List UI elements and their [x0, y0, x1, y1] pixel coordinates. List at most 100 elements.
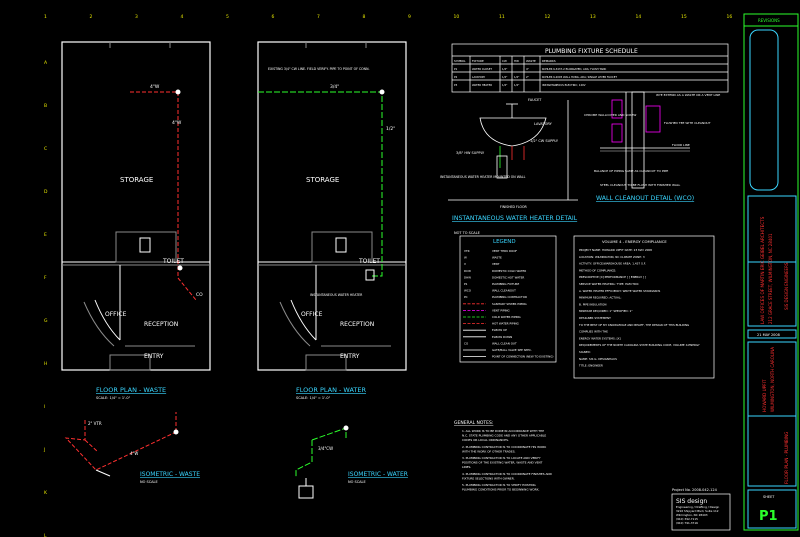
fixture-cell: 1/2" — [514, 75, 519, 79]
title-date: 21 MAY 2008 — [757, 333, 780, 337]
fixture-cell: P3 — [454, 83, 458, 87]
general-note-item: 1. ALL WORK IS TO BE DONE IN ACCORDANCE … — [462, 429, 546, 442]
firm-phone: (910) 392-7115 — [676, 517, 698, 521]
water-pipe-label-1: 3/4" — [330, 84, 339, 90]
legend-description: ELBOW UP — [492, 328, 507, 332]
lavatory-detail — [448, 100, 578, 201]
iso-water-cw: 3/4"CW — [318, 446, 333, 451]
waste-plan-scale: SCALE: 1/4" = 1'-0" — [96, 396, 131, 400]
energy-line: PRESCRIPTIVE [X] PERFORMANCE [ ] ENERGY … — [579, 275, 646, 279]
firm-project-no: Project No. 2008-042-124 — [672, 488, 718, 492]
firm-logo: SIS design — [676, 498, 707, 505]
general-note-item: 5. PLUMBING CONTRACTOR IS TO VERIFY EXIS… — [462, 483, 540, 492]
fixture-cell: WATER HEATER — [472, 83, 492, 87]
water-plan-scale: SCALE: 1/4" = 1'-0" — [296, 396, 331, 400]
legend-description: GATE/BALL VALVE SEE SPEC. — [492, 348, 532, 352]
energy-line: ACTIVITY: OFFICE/WAREHOUSE AREA: 1,437 S… — [579, 262, 646, 266]
energy-line: TITLE: ENGINEER — [578, 364, 603, 368]
grid-col-label: 7 — [317, 14, 320, 20]
energy-line: DESIGNER STATEMENT — [579, 316, 611, 320]
iso-water-scale: NO SCALE — [348, 480, 366, 484]
fixture-cell: WATER CLOSET — [472, 67, 492, 71]
water-plan-title: FLOOR PLAN - WATER — [296, 386, 367, 394]
energy-title: VOLUME 4 - ENERGY COMPLIANCE — [602, 239, 667, 244]
legend-title: LEGEND — [493, 239, 516, 245]
energy-line: MINIMUM REQUIRED: ACTUAL: — [579, 296, 621, 300]
waste-toilet-label: TOILET — [162, 258, 184, 265]
title-project-loc: WILMINGTON, NORTH CAROLINA — [770, 347, 775, 412]
fixture-cell: 1/2" — [502, 67, 507, 71]
waste-office-label: OFFICE — [105, 311, 127, 318]
fixture-cell: 1/2" — [514, 83, 519, 87]
legend-symbol: WCO — [464, 289, 472, 293]
water-toilet-label: TOILET — [358, 258, 380, 265]
grid-col-label: 4 — [181, 14, 184, 20]
energy-line: TO THE BEST OF MY KNOWLEDGE AND BELIEF, … — [578, 323, 689, 327]
title-sheet-title: FLOOR PLAN - PLUMBING — [784, 432, 789, 484]
water-note-label: EXISTING 3/4" CW LINE. FIELD VERIFY. PIP… — [268, 67, 369, 71]
legend-description: PLUMBING FIXTURE — [492, 282, 519, 286]
waste-plan-title: FLOOR PLAN - WASTE — [96, 386, 166, 394]
firm-fax: (910) 791-3716 — [676, 521, 698, 525]
grid-col-label: 8 — [363, 14, 366, 20]
fixture-cell: KOHLER K-3437-2 ELONGATED, ADA; FLUSH TA… — [542, 67, 606, 71]
grid-col-label: 11 — [499, 14, 505, 20]
fixture-cell: 1/2" — [502, 75, 507, 79]
legend-box — [459, 235, 557, 363]
title-stamp: REVISIONS — [758, 18, 780, 23]
grid-row-label: J — [43, 447, 45, 453]
grid-col-label: 16 — [727, 14, 733, 20]
fixture-cell: 4" — [526, 67, 529, 71]
energy-line: NAME: SIS G. DESIGNHAUS — [579, 357, 617, 361]
legend-description: WALL CLEAN OUT — [492, 341, 517, 345]
grid-col-label: 1 — [44, 14, 47, 20]
firm-block — [671, 493, 731, 531]
energy-line: PROJECT NAME: HOWARD UPFIT DATE: 23 MAY … — [579, 248, 652, 252]
grid-row-label: H — [44, 361, 47, 367]
wco-detail-title: WALL CLEANOUT DETAIL (WCO) — [596, 195, 694, 202]
general-notes-title: GENERAL NOTES: — [454, 420, 493, 426]
legend-description: VENT THRU ROOF — [492, 249, 517, 253]
title-sheet-label: SHEET — [763, 495, 775, 499]
grid-row-label: D — [44, 189, 48, 195]
legend-symbol: CO — [464, 341, 469, 345]
title-architect-sub: 212 GRACE STREET, WILMINGTON, NC 28401 — [768, 233, 773, 324]
legend-symbol: V — [464, 262, 466, 266]
fixture-header-cell: HW — [514, 59, 519, 63]
heater-detail-scale: NOT TO SCALE — [454, 231, 480, 235]
title-engineer: SIS DESIGN ENGINEERS — [784, 262, 789, 310]
fixture-header-cell: CW — [502, 59, 507, 63]
lav-supply-label: 1/2" CW SUPPLY — [530, 139, 559, 143]
wco-note-1: WYE EXTEND AS A WASTE OR A VENT LINE — [656, 93, 720, 97]
energy-box — [573, 235, 715, 379]
legend-symbol: DHW — [464, 275, 471, 279]
waste-co-label: CO — [196, 292, 203, 298]
grid-col-label: 5 — [226, 14, 229, 20]
legend-symbol: DCW — [464, 269, 471, 273]
legend-symbol: PC — [464, 295, 468, 299]
fixture-cell: 1/2" — [502, 83, 507, 87]
fixture-schedule — [451, 43, 729, 93]
grid-row-label: K — [44, 490, 48, 496]
general-note-item: 4. PLUMBING CONTRACTOR IS TO COORDINATE … — [462, 472, 553, 481]
grid-row-label: I — [44, 404, 45, 410]
legend-description: SANITARY SEWER PIPING — [492, 302, 527, 306]
fixture-header-cell: REMARKS — [542, 59, 556, 63]
waste-pipe-label-1: 4"W — [150, 84, 160, 90]
water-pipe-label-2: 1/2" — [386, 126, 395, 132]
legend-symbol: VTR — [464, 249, 470, 253]
legend-description: WALL CLEANOUT — [492, 289, 516, 293]
isometric-waste — [64, 412, 179, 477]
grid-row-label: E — [44, 232, 47, 238]
title-project: HOWARD UPFIT — [762, 379, 767, 412]
legend-symbol: W — [464, 256, 467, 260]
grid-row-label: L — [44, 533, 47, 537]
wco-note-2: FLUSHED TEE WITH CLEANOUT — [664, 121, 711, 125]
floor-plan-waste — [61, 41, 211, 371]
legend-description: WASTE — [492, 256, 502, 260]
fixture-cell: 2" — [526, 75, 529, 79]
lav-hw-supply-label: 3/8" HW SUPPLY — [456, 151, 485, 155]
